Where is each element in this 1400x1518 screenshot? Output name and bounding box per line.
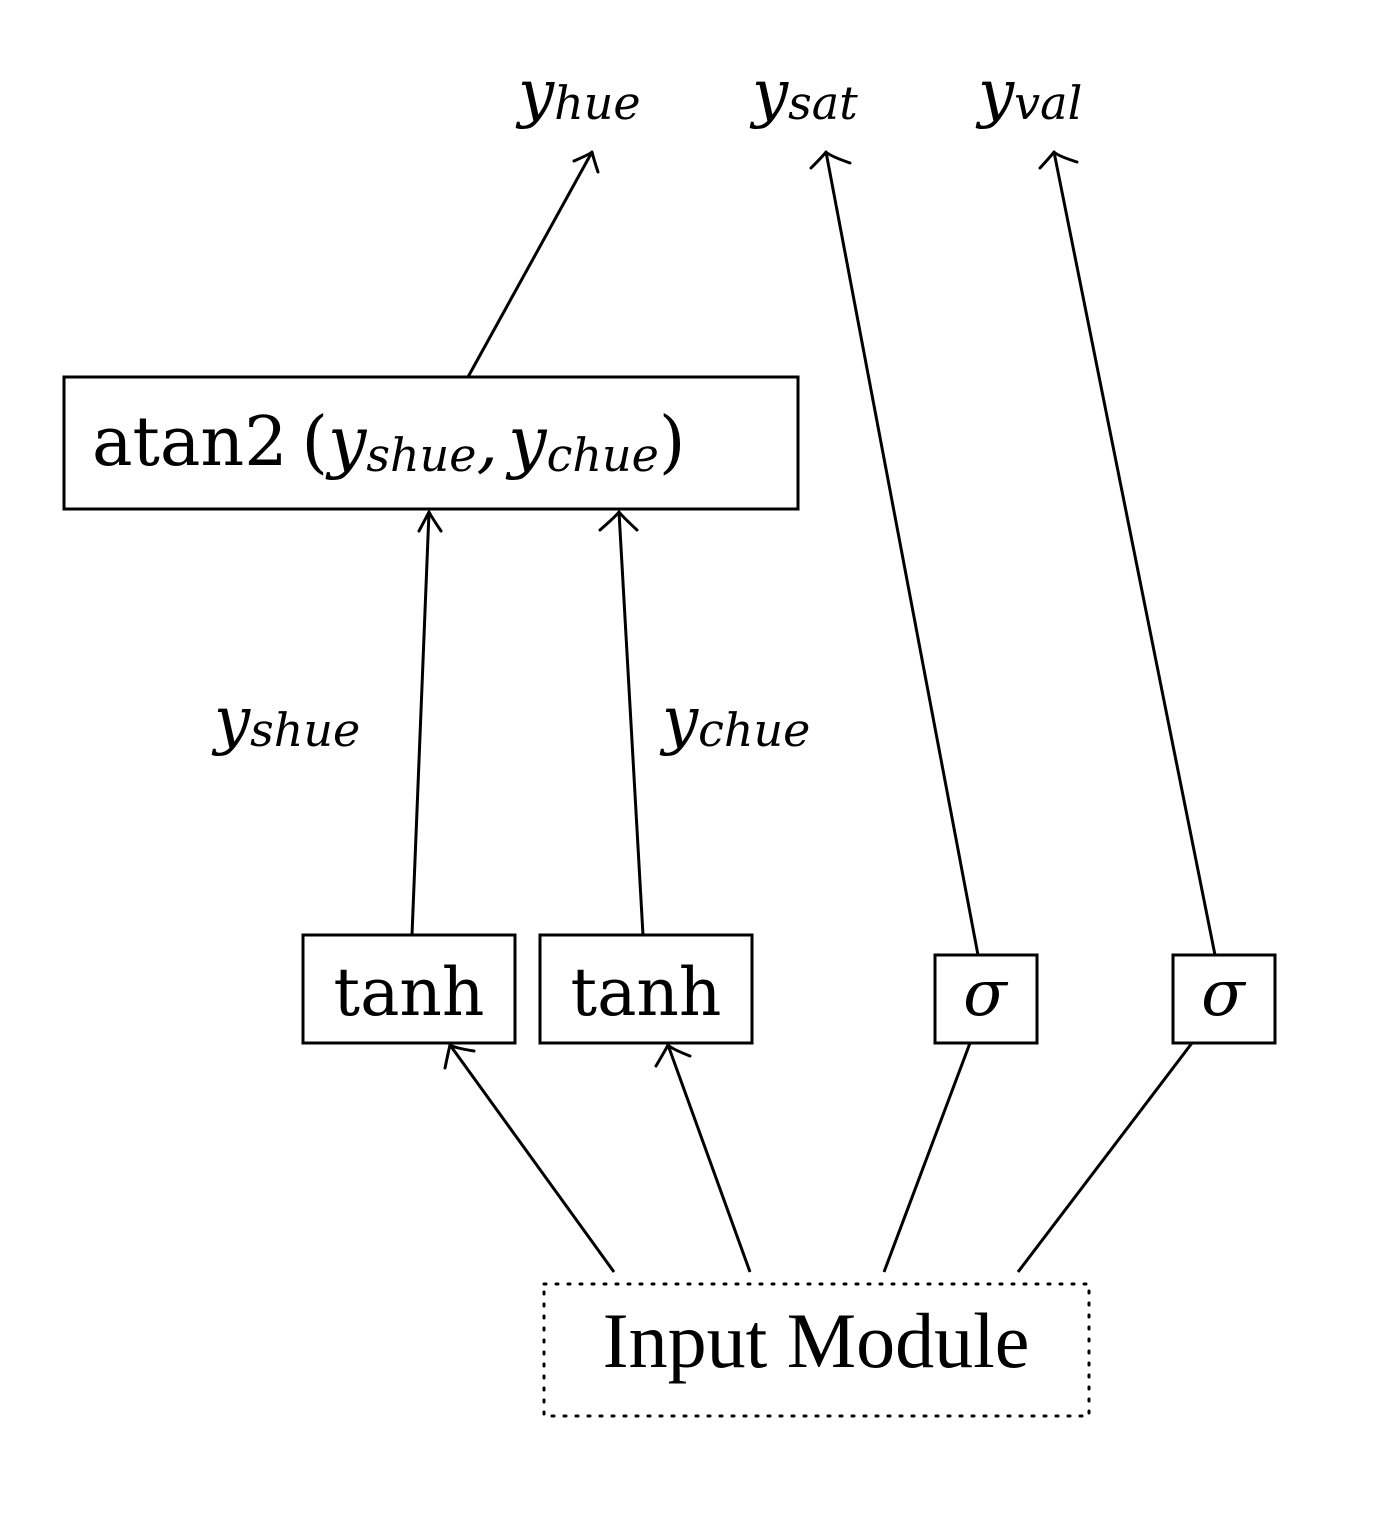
output-y-val: yval xyxy=(975,57,1082,131)
edge-label-y-chue: ychue xyxy=(659,684,810,758)
tanh-node-1-label: tanh xyxy=(334,954,485,1031)
sigma-node-2-label: σ xyxy=(1201,957,1247,1031)
arrowhead-atan2-left xyxy=(417,510,443,533)
edge-atan2-to-yhue xyxy=(466,151,594,378)
atan2-node xyxy=(62,375,800,511)
output-y-hue: yhue xyxy=(515,57,641,131)
atan2-expression: atan2(yshue,ychue) xyxy=(92,403,685,482)
input-module-box xyxy=(542,1282,1091,1418)
edge-input-to-tanh1 xyxy=(448,1044,616,1273)
input-module-label: Input Module xyxy=(603,1297,1030,1384)
tanh-node-1 xyxy=(301,933,517,1045)
edge-input-to-tanh2 xyxy=(666,1044,752,1273)
edge-sigma1-to-ysat xyxy=(824,151,980,956)
edge-input-to-sigma1 xyxy=(882,1042,972,1273)
arrowhead-atan2-right xyxy=(598,510,639,532)
tanh-node-2-label: tanh xyxy=(571,954,722,1031)
arrowhead-tanh1 xyxy=(443,1043,476,1070)
edge-input-to-sigma2 xyxy=(1016,1042,1194,1273)
sigma-node-1-label: σ xyxy=(963,957,1009,1031)
edge-tanh1-to-atan2 xyxy=(410,511,431,936)
edge-tanh2-to-atan2 xyxy=(617,511,645,936)
tanh-node-2 xyxy=(538,933,754,1045)
edge-sigma2-to-yval xyxy=(1052,151,1217,956)
output-y-sat: ysat xyxy=(749,57,858,131)
arrowhead-ysat xyxy=(809,150,852,170)
sigma-node-1 xyxy=(933,953,1039,1045)
arrowhead-tanh2 xyxy=(654,1043,692,1068)
arrowhead-yhue xyxy=(572,150,600,174)
edge-label-y-shue: yshue xyxy=(211,684,360,758)
arrowhead-yval xyxy=(1038,150,1079,170)
sigma-node-2 xyxy=(1171,953,1277,1045)
